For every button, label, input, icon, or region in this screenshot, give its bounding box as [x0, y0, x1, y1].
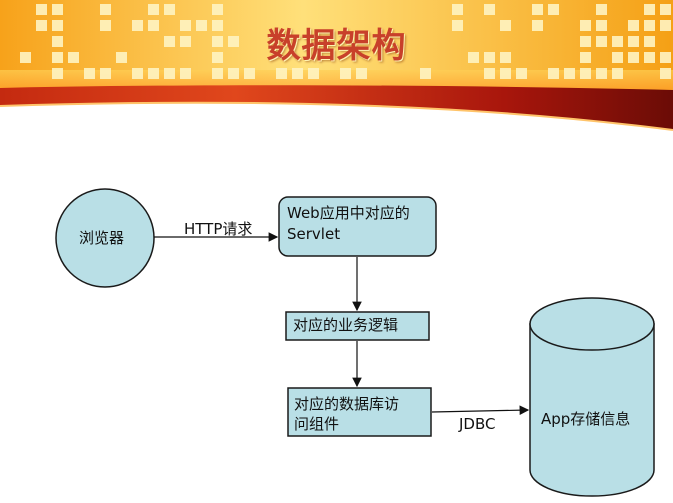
banner-square — [580, 68, 591, 79]
banner-square — [212, 52, 223, 63]
banner-square — [532, 20, 543, 31]
banner-square — [212, 36, 223, 47]
banner-square — [212, 4, 223, 15]
db-access-label-line1: 对应的数据库访 — [294, 395, 400, 413]
banner-square — [644, 36, 655, 47]
banner-square — [500, 20, 511, 31]
banner-square — [132, 20, 143, 31]
banner-square — [340, 68, 351, 79]
banner-square — [468, 52, 479, 63]
banner-square — [596, 4, 607, 15]
banner-square — [212, 20, 223, 31]
banner-square — [100, 20, 111, 31]
banner-square — [228, 68, 239, 79]
banner-square — [52, 4, 63, 15]
servlet-node — [278, 196, 437, 257]
banner-square — [596, 20, 607, 31]
banner-square — [612, 68, 623, 79]
storage-label: App存储信息 — [541, 410, 631, 428]
banner-square — [164, 68, 175, 79]
banner-square — [580, 36, 591, 47]
banner-square — [484, 52, 495, 63]
banner-decoration — [0, 0, 673, 135]
banner-square — [116, 52, 127, 63]
http-request-label: HTTP请求 — [184, 220, 253, 238]
banner-square — [628, 52, 639, 63]
banner-square — [164, 36, 175, 47]
db-access-label-line2: 问组件 — [294, 415, 340, 433]
banner-square — [644, 4, 655, 15]
db-access-node — [287, 387, 432, 437]
banner-square — [84, 68, 95, 79]
banner-square — [132, 68, 143, 79]
banner-square — [276, 68, 287, 79]
servlet-label-line1: Web应用中对应的 — [287, 204, 410, 222]
banner-square — [500, 68, 511, 79]
banner-square — [420, 68, 431, 79]
banner-square — [452, 20, 463, 31]
banner-square — [36, 20, 47, 31]
banner-square — [548, 4, 559, 15]
banner-square — [68, 52, 79, 63]
banner-square — [452, 4, 463, 15]
slide-title: 数据架构 — [266, 26, 407, 66]
banner-square — [660, 4, 671, 15]
banner-square — [628, 20, 639, 31]
browser-label: 浏览器 — [79, 229, 125, 247]
banner-square — [644, 20, 655, 31]
banner-square — [356, 68, 367, 79]
banner-square — [548, 68, 559, 79]
banner-square — [180, 20, 191, 31]
banner-square — [308, 68, 319, 79]
banner-square — [660, 68, 671, 79]
banner-square — [564, 68, 575, 79]
storage-node — [529, 297, 655, 497]
banner-square — [612, 36, 623, 47]
banner-square — [36, 4, 47, 15]
banner-square — [292, 68, 303, 79]
banner-square — [148, 68, 159, 79]
banner-square — [180, 68, 191, 79]
banner-square — [484, 68, 495, 79]
business-logic-node — [285, 311, 430, 341]
banner-square — [148, 4, 159, 15]
banner-square — [244, 68, 255, 79]
banner-square — [500, 52, 511, 63]
banner-square — [20, 52, 31, 63]
banner-square — [52, 68, 63, 79]
banner-square — [516, 68, 527, 79]
browser-node — [55, 188, 155, 288]
banner-square — [580, 20, 591, 31]
business-logic-label: 对应的业务逻辑 — [293, 316, 399, 334]
banner-square — [596, 36, 607, 47]
banner-square — [580, 52, 591, 63]
banner-square — [628, 36, 639, 47]
banner-square — [100, 4, 111, 15]
servlet-label-line2: Servlet — [287, 225, 341, 243]
banner-square — [52, 36, 63, 47]
jdbc-label: JDBC — [459, 415, 496, 433]
banner-square — [52, 52, 63, 63]
banner-square — [484, 4, 495, 15]
banner-square — [612, 52, 623, 63]
banner-square — [596, 68, 607, 79]
banner-square — [644, 52, 655, 63]
banner-square — [180, 36, 191, 47]
banner-square — [100, 68, 111, 79]
banner-square — [532, 4, 543, 15]
banner-square — [660, 52, 671, 63]
banner-square — [212, 68, 223, 79]
banner-square — [660, 20, 671, 31]
jdbc-arrow — [431, 405, 530, 415]
banner-square — [196, 20, 207, 31]
banner-square — [228, 36, 239, 47]
banner-square — [164, 4, 175, 15]
banner-square — [52, 20, 63, 31]
banner-square — [148, 20, 159, 31]
